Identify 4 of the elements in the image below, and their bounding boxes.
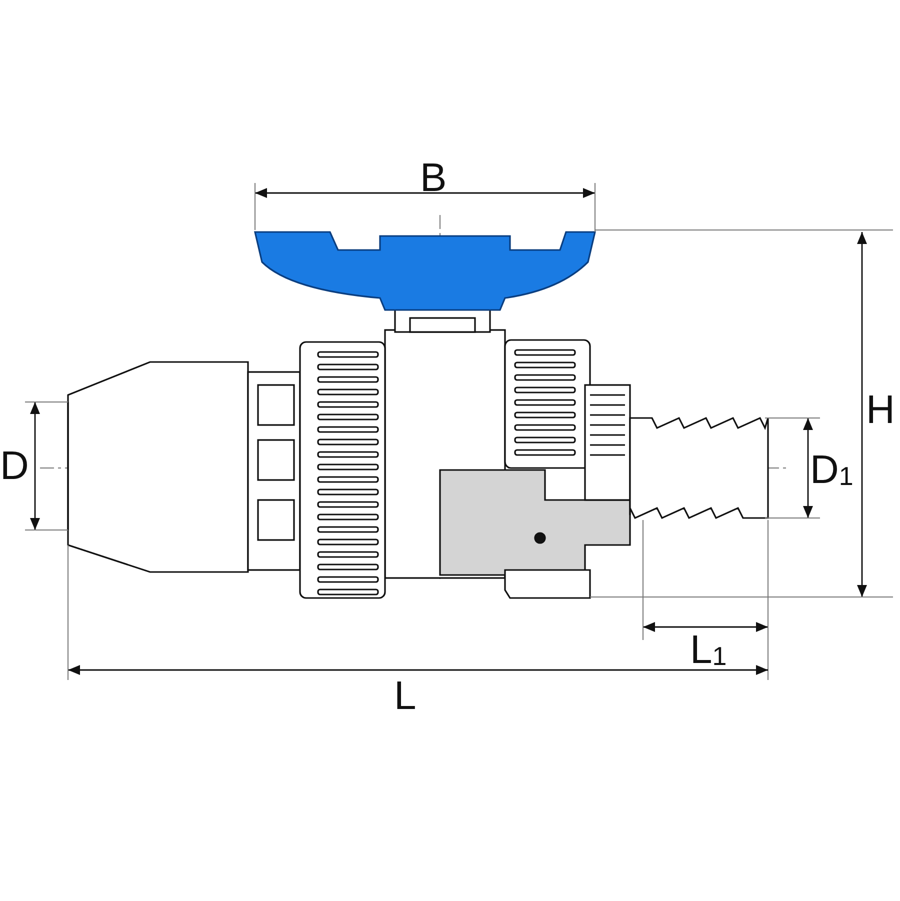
dimension-label: B: [420, 158, 447, 198]
dimension-label: D: [0, 446, 29, 486]
dimension-label: H: [866, 390, 895, 430]
dimension-label: L: [394, 676, 416, 716]
